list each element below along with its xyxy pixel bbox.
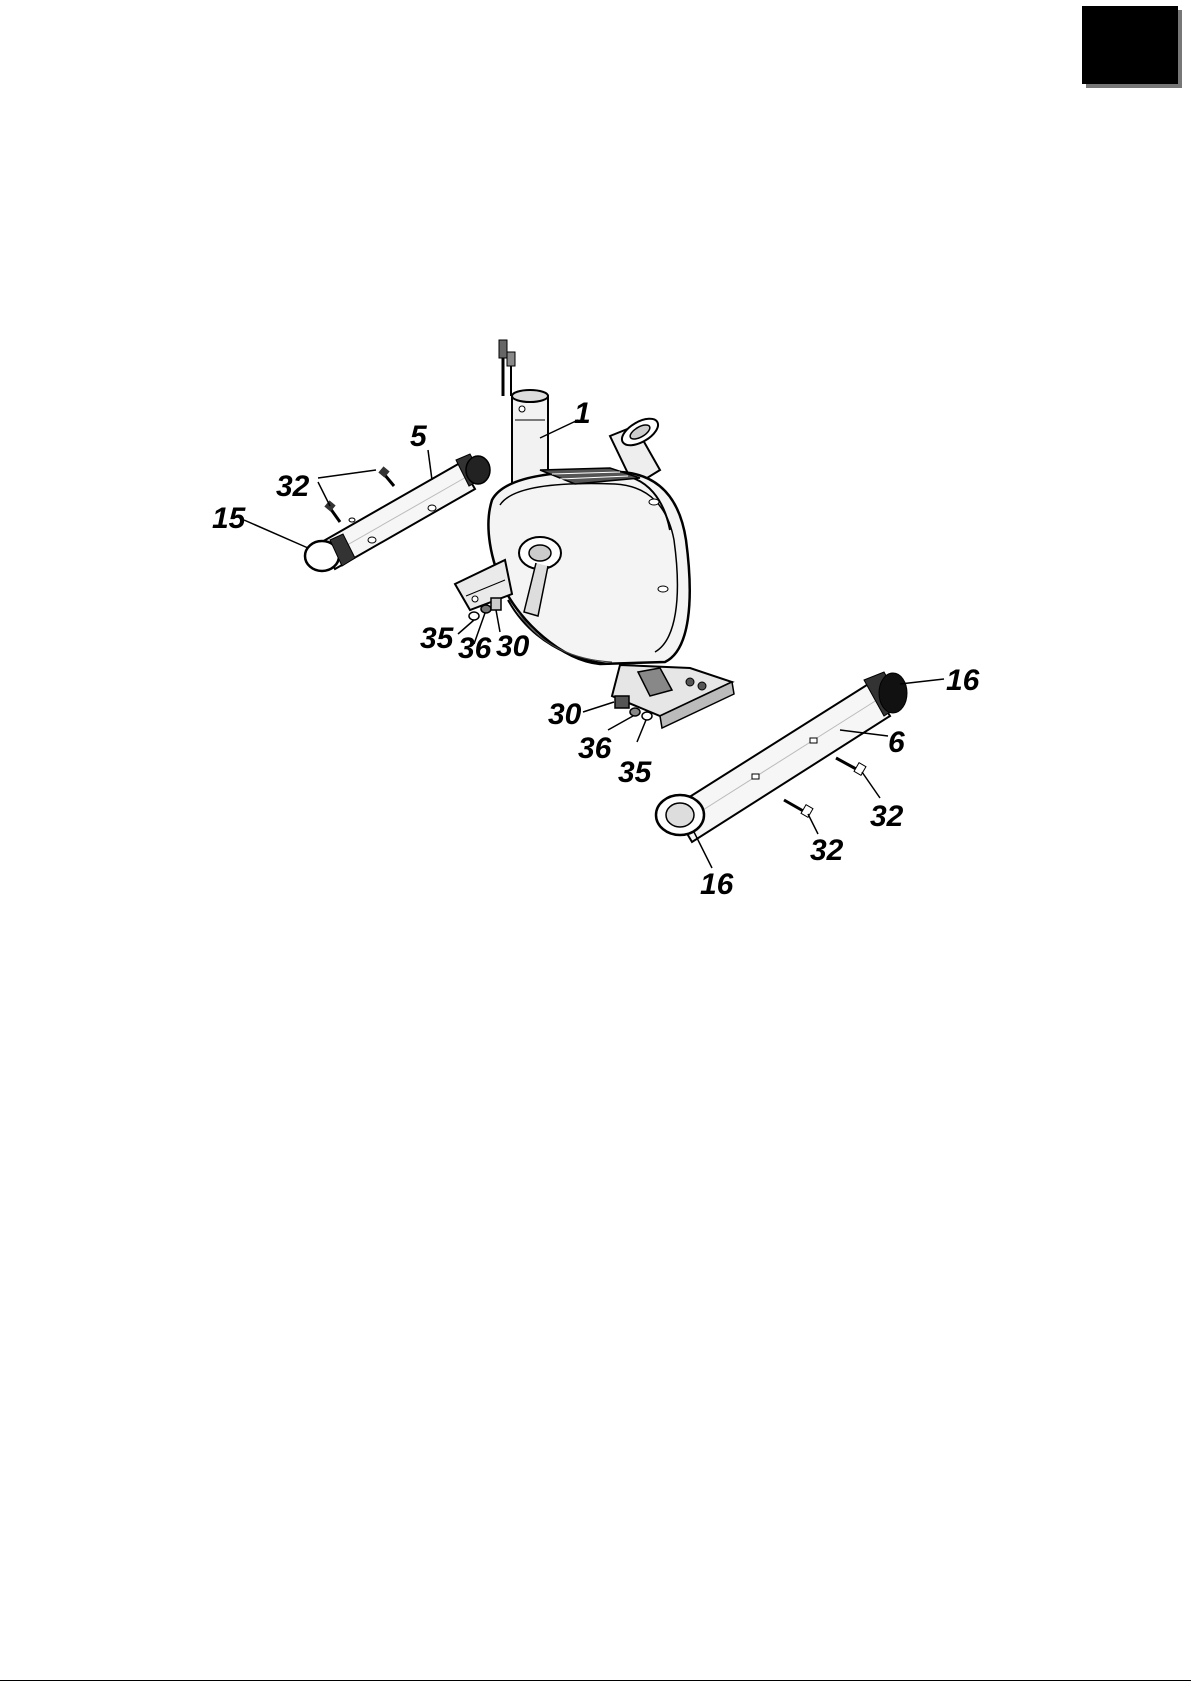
label-part-30-front: 30 [548, 698, 582, 731]
label-part-35-front: 35 [618, 756, 653, 789]
footer-rule [0, 1680, 1191, 1681]
main-frame [455, 340, 734, 728]
rear-bracket [455, 560, 512, 610]
label-part-15: 15 [212, 502, 247, 535]
label-part-30-rear: 30 [496, 630, 530, 663]
label-part-32-front-left: 32 [810, 834, 844, 867]
label-part-36-front: 36 [578, 732, 612, 765]
label-part-16-right: 16 [946, 664, 980, 697]
label-part-32-rear: 32 [276, 470, 310, 503]
label-part-16-left: 16 [700, 868, 734, 901]
bolt-32-front-b [836, 758, 866, 775]
front-bracket [612, 665, 734, 728]
label-part-32-front-right: 32 [870, 800, 904, 833]
label-part-5: 5 [410, 420, 428, 453]
label-part-1: 1 [574, 397, 591, 430]
bolt-32-lower [324, 500, 340, 522]
bolt-32-upper [378, 466, 394, 486]
label-part-36-rear: 36 [458, 632, 492, 665]
label-part-35-rear: 35 [420, 622, 455, 655]
rear-stabilizer [305, 454, 490, 571]
label-part-6: 6 [888, 726, 905, 759]
seat-post-tube [499, 340, 548, 488]
